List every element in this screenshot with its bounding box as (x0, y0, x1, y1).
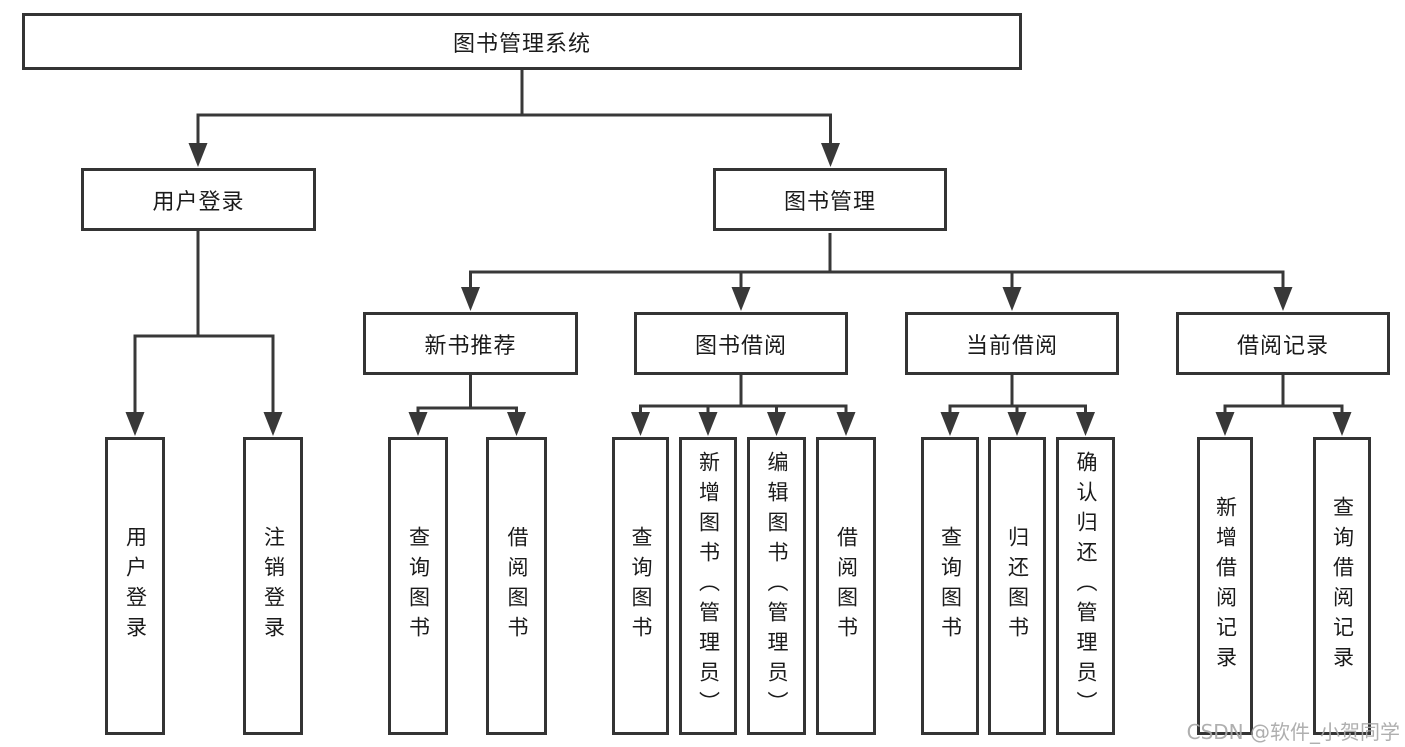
connector-borrow-to-leaves (631, 375, 856, 436)
leaf-recommend-borrow-books: 借阅图书 (486, 437, 547, 735)
leaf-label: 新增借阅记录 (1213, 496, 1238, 676)
connector-current-to-leaves (940, 375, 1095, 436)
node-label: 图书管理 (783, 189, 876, 215)
leaf-current-return-books: 归还图书 (988, 437, 1046, 735)
leaf-label: 确认归还（管理员） (1074, 451, 1098, 721)
leaf-label: 查询图书 (938, 526, 963, 646)
node-label: 当前借阅 (965, 333, 1058, 359)
leaf-logout: 注销登录 (243, 437, 303, 735)
leaf-current-query-books: 查询图书 (921, 437, 979, 735)
connector-book-management-to-level2 (461, 233, 1293, 311)
leaf-borrow-add-books-admin: 新增图书（管理员） (679, 437, 737, 735)
node-label: 借阅记录 (1236, 333, 1329, 359)
leaf-record-query-borrow-record: 查询借阅记录 (1313, 437, 1371, 735)
connector-record-to-leaves (1215, 375, 1352, 436)
node-label: 用户登录 (152, 189, 245, 215)
leaf-label: 查询图书 (406, 526, 431, 646)
leaf-recommend-query-books: 查询图书 (388, 437, 448, 735)
node-current-borrow: 当前借阅 (905, 312, 1119, 375)
leaf-label: 新增图书（管理员） (696, 451, 721, 721)
leaf-label: 查询图书 (629, 526, 653, 646)
leaf-label: 注销登录 (261, 526, 286, 646)
node-label: 新书推荐 (424, 333, 517, 359)
node-new-book-recommend: 新书推荐 (363, 312, 578, 375)
leaf-borrow-query-books: 查询图书 (612, 437, 669, 735)
node-label: 图书借阅 (694, 333, 787, 359)
leaf-label: 归还图书 (1005, 526, 1030, 646)
node-label: 图书管理系统 (452, 31, 591, 57)
node-book-borrow: 图书借阅 (634, 312, 848, 375)
leaf-label: 借阅图书 (505, 526, 529, 646)
leaf-label: 查询借阅记录 (1330, 496, 1355, 676)
leaf-current-confirm-return-admin: 确认归还（管理员） (1056, 437, 1115, 735)
leaf-label: 用户登录 (123, 526, 148, 646)
connector-user-login-to-leaves (125, 231, 283, 436)
connector-root-to-level1 (188, 70, 840, 167)
connector-recommend-to-leaves (408, 375, 526, 436)
watermark-text: CSDN @软件_小贺同学 (1186, 720, 1400, 744)
node-user-login: 用户登录 (81, 168, 316, 231)
leaf-borrow-edit-books-admin: 编辑图书（管理员） (747, 437, 806, 735)
leaf-record-add-borrow-record: 新增借阅记录 (1197, 437, 1253, 735)
leaf-borrow-borrow-books: 借阅图书 (816, 437, 876, 735)
node-library-management-system: 图书管理系统 (22, 13, 1022, 70)
node-borrow-records: 借阅记录 (1176, 312, 1390, 375)
node-book-management: 图书管理 (713, 168, 947, 231)
leaf-label: 借阅图书 (834, 526, 859, 646)
leaf-user-login: 用户登录 (105, 437, 165, 735)
leaf-label: 编辑图书（管理员） (765, 451, 789, 721)
